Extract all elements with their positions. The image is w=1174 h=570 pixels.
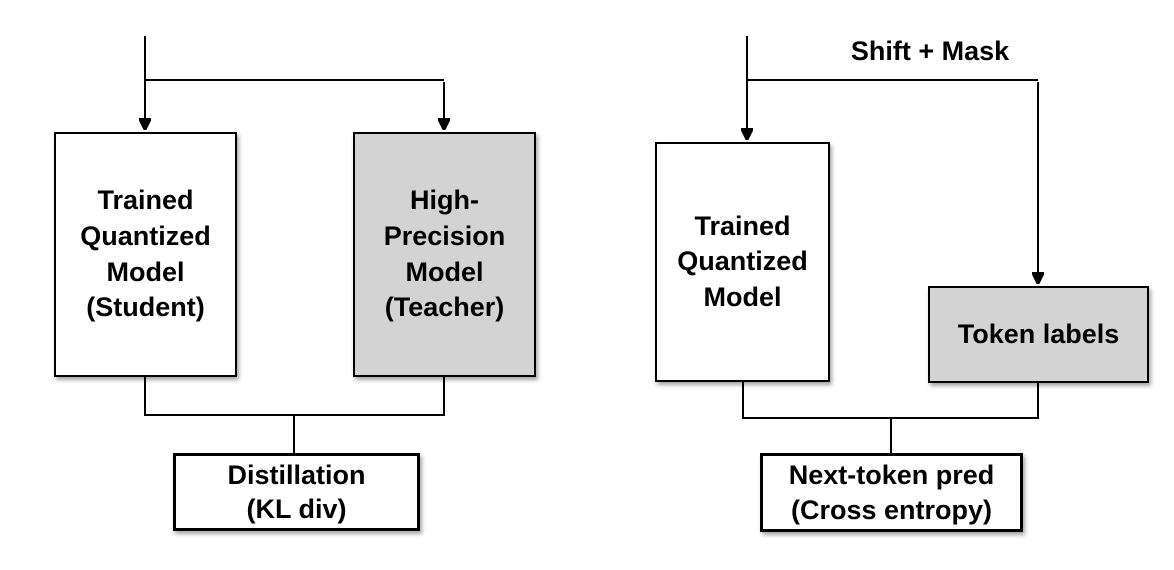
- join-connector-left-diagram: [144, 377, 445, 416]
- node-next-token-pred-cross-entropy: Next-token pred (Cross entropy): [760, 453, 1023, 532]
- node-trained-quantized-model-student: Trained Quantized Model (Student): [54, 132, 237, 377]
- edge-label-shift-mask: Shift + Mask: [850, 36, 1010, 66]
- node-token-labels: Token labels: [928, 286, 1149, 383]
- join-connector-right-diagram: [742, 382, 1039, 419]
- node-high-precision-model-teacher: High- Precision Model (Teacher): [353, 132, 536, 377]
- node-distillation-kl-div: Distillation (KL div): [173, 453, 420, 531]
- node-trained-quantized-model: Trained Quantized Model: [655, 142, 830, 382]
